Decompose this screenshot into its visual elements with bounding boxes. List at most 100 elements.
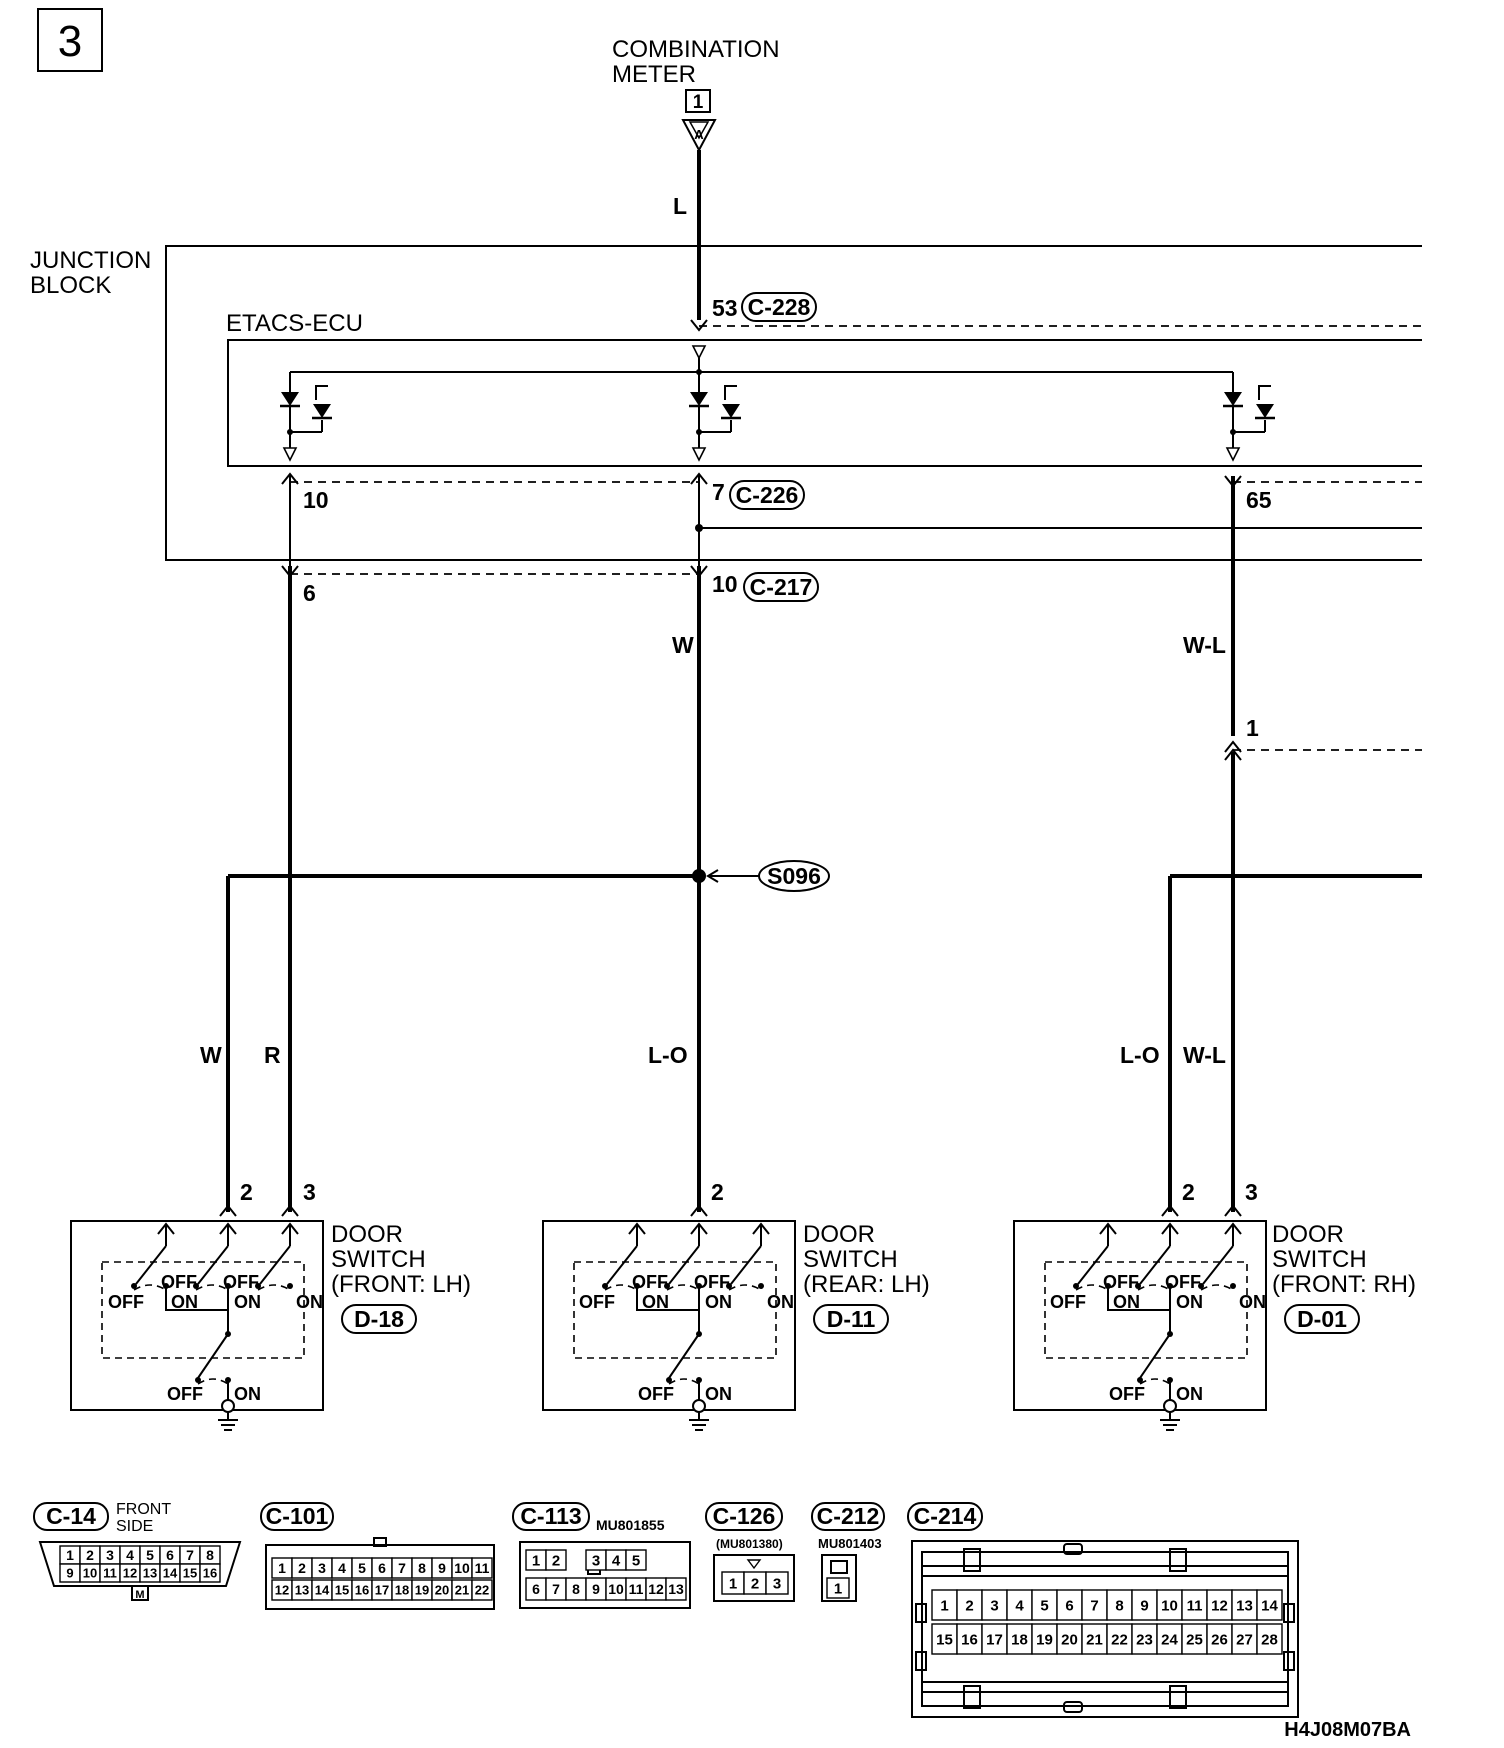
connector-cell-label: 18	[1011, 1631, 1028, 1648]
connector-cell-label: 24	[1161, 1631, 1178, 1648]
sw3-on-3: ON	[1239, 1292, 1266, 1312]
sw2-pin-2: 2	[711, 1179, 724, 1205]
c212-id: C-212	[817, 1503, 880, 1529]
connector-cell-label: 7	[186, 1547, 194, 1563]
connector-cell	[931, 1623, 958, 1655]
connector-cell-label: 3	[990, 1597, 998, 1614]
splice-point	[692, 869, 706, 883]
connector-cell	[1131, 1623, 1158, 1655]
sw1-connector: D-18	[354, 1306, 404, 1332]
wire-label-l: L	[673, 193, 687, 219]
connector-c212-face: C-212 MU801403 1	[811, 1502, 885, 1602]
pin-6: 6	[303, 580, 316, 606]
c113-part: MU801855	[596, 1517, 665, 1533]
pin-10-c226: 10	[303, 487, 329, 513]
sw3-on-2: ON	[1176, 1292, 1203, 1312]
connector-cell-label: 3	[592, 1552, 600, 1569]
sw3-label-1: DOOR	[1272, 1221, 1344, 1248]
connector-cell-label: 5	[358, 1560, 366, 1576]
connector-cell-label: 7	[398, 1560, 406, 1576]
sw3-connector: D-01	[1297, 1306, 1347, 1332]
sw3-label-3: (FRONT: RH)	[1272, 1271, 1416, 1298]
splice-label: S096	[767, 863, 821, 889]
page-number-box: 3	[37, 8, 103, 72]
connector-cell-label: 14	[1261, 1597, 1278, 1614]
connector-cell-label: 13	[295, 1583, 309, 1598]
connector-cell-label: 28	[1261, 1631, 1278, 1648]
connector-cell-label: 20	[1061, 1631, 1078, 1648]
sw3-off-1: OFF	[1050, 1292, 1086, 1312]
sw2-on-ground: ON	[705, 1384, 732, 1404]
connector-cell	[1031, 1623, 1058, 1655]
connector-cell-label: 7	[1090, 1597, 1098, 1614]
junction-block: JUNCTION BLOCK	[30, 245, 1422, 561]
connector-cell-label: 1	[532, 1552, 540, 1569]
sw2-label-1: DOOR	[803, 1221, 875, 1248]
connector-cell-label: 12	[123, 1566, 137, 1581]
connector-cell	[1006, 1589, 1033, 1621]
sw1-off-ground: OFF	[167, 1384, 203, 1404]
sw1-label-1: DOOR	[331, 1221, 403, 1248]
connector-cell-label: 3	[106, 1547, 114, 1563]
connector-cell-label: 5	[146, 1547, 154, 1563]
c14-id: C-14	[46, 1503, 96, 1529]
connector-cell-label: 18	[395, 1583, 409, 1598]
wire-label-w-l-right: W-L	[1183, 632, 1226, 658]
sw1-off-3: OFF	[223, 1272, 259, 1292]
sw3-pin-2: 2	[1182, 1179, 1195, 1205]
sw2-off-2: OFF	[632, 1272, 668, 1292]
connector-cell-label: 11	[103, 1566, 117, 1581]
connector-cell-label: 2	[86, 1547, 94, 1563]
diagram-code: H4J08M07BA	[1284, 1719, 1411, 1741]
connector-cell	[545, 1549, 567, 1571]
door-switch-rear-lh: OFF OFF ON OFF ON ON OFF ON DOOR SWITCH …	[542, 1205, 930, 1431]
connector-cell-label: 10	[83, 1566, 97, 1581]
connector-cell	[931, 1589, 958, 1621]
sw1-on-ground: ON	[234, 1384, 261, 1404]
connector-cell	[1031, 1589, 1058, 1621]
wire-label-w-center: W	[672, 632, 694, 658]
sw2-on-3: ON	[767, 1292, 794, 1312]
sw1-label-3: (FRONT: LH)	[331, 1271, 471, 1298]
connector-cell	[1256, 1623, 1283, 1655]
connector-cell-label: 9	[66, 1566, 73, 1581]
connector-cell-label: 8	[572, 1581, 580, 1597]
meter-label-line2: METER	[612, 61, 696, 88]
connector-cell-label: 13	[1236, 1597, 1253, 1614]
connector-cell	[1131, 1589, 1158, 1621]
sw1-on-2: ON	[234, 1292, 261, 1312]
connector-cell-label: 2	[751, 1575, 759, 1592]
connector-cell-label: 13	[668, 1581, 684, 1597]
page-number: 3	[58, 17, 82, 66]
connector-cell-label: 21	[455, 1583, 469, 1598]
wire-label-l-o-sw3: L-O	[1120, 1042, 1160, 1068]
c14-note-1: FRONT	[116, 1501, 171, 1518]
sw1-pin-3: 3	[303, 1179, 316, 1205]
connector-cell	[1106, 1589, 1133, 1621]
junction-block-label-2: BLOCK	[30, 272, 111, 299]
sw3-on-1: ON	[1113, 1292, 1140, 1312]
connector-c226-label: C-226	[736, 482, 799, 508]
connector-cell	[1156, 1623, 1183, 1655]
connector-cell-label: 14	[163, 1566, 178, 1581]
connector-cell-label: 1	[729, 1575, 737, 1592]
sw1-pin-2: 2	[240, 1179, 253, 1205]
connector-cell	[1231, 1623, 1258, 1655]
etacs-ecu: ETACS-ECU	[226, 310, 1422, 467]
connector-cell	[1231, 1589, 1258, 1621]
sw3-label-2: SWITCH	[1272, 1246, 1367, 1273]
c126-part: (MU801380)	[716, 1537, 783, 1551]
c214-id: C-214	[914, 1503, 977, 1529]
pin-10-c217: 10	[712, 571, 738, 597]
connector-cell	[1206, 1623, 1233, 1655]
connector-cell-label: 15	[335, 1583, 349, 1598]
connector-cell-label: 1	[940, 1597, 948, 1614]
wire-label-l-o-sw2: L-O	[648, 1042, 688, 1068]
connector-cell-label: 2	[965, 1597, 973, 1614]
connector-cell-label: 12	[1211, 1597, 1228, 1614]
